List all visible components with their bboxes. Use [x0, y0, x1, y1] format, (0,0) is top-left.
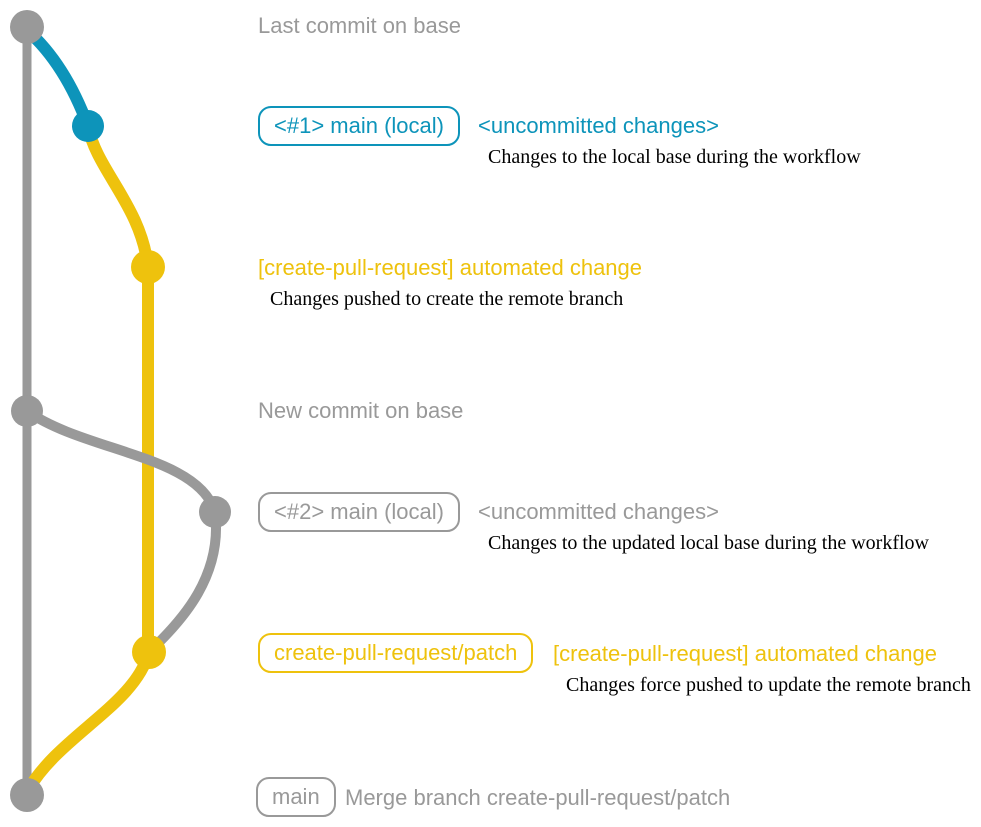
branch-badge-main: main: [256, 777, 336, 817]
commit-dot-uncommitted-2: [199, 496, 231, 528]
description-uncommitted-changes-1: Changes to the local base during the wor…: [488, 146, 861, 168]
commit-dot-uncommitted-1: [72, 110, 104, 142]
commit-dot-merge: [10, 778, 44, 812]
commit-dot-last-base: [10, 10, 44, 44]
branch-badge-main-local-2-label: <#2> main (local): [258, 492, 460, 532]
commit-dot-new-base: [11, 395, 43, 427]
heading-uncommitted-changes-2: <uncommitted changes>: [478, 499, 719, 524]
branch-badge-patch: create-pull-request/patch: [258, 633, 534, 673]
branch-badge-patch-label: create-pull-request/patch: [258, 633, 534, 673]
heading-automated-change-1: [create-pull-request] automated change: [258, 255, 643, 280]
description-automated-change-1: Changes pushed to create the remote bran…: [270, 288, 624, 310]
heading-automated-change-2: [create-pull-request] automated change: [553, 641, 938, 666]
commit-dot-automated-1: [131, 250, 165, 284]
description-automated-change-2: Changes force pushed to update the remot…: [566, 674, 971, 696]
edge-base-to-main-local-1: [21, 24, 94, 132]
branch-badge-main-label: main: [256, 777, 336, 817]
commit-dot-automated-2: [132, 635, 166, 669]
label-last-commit-on-base: Last commit on base: [258, 13, 461, 38]
edge-main-local-2-to-patch: [145, 507, 222, 656]
edge-main-local-1-to-patch: [82, 120, 154, 273]
label-merge-branch: Merge branch create-pull-request/patch: [345, 785, 731, 810]
branch-badge-main-local-1-label: <#1> main (local): [258, 106, 460, 146]
merge-edge-patch-to-base: [22, 646, 155, 796]
label-new-commit-on-base: New commit on base: [258, 398, 464, 423]
heading-uncommitted-changes-1: <uncommitted changes>: [478, 113, 719, 138]
description-uncommitted-changes-2: Changes to the updated local base during…: [488, 532, 929, 554]
edge-base-to-main-local-2: [22, 406, 220, 517]
git-graph: [10, 10, 231, 812]
branch-badge-main-local-1: <#1> main (local): [258, 106, 460, 146]
branch-badge-main-local-2: <#2> main (local): [258, 492, 460, 532]
